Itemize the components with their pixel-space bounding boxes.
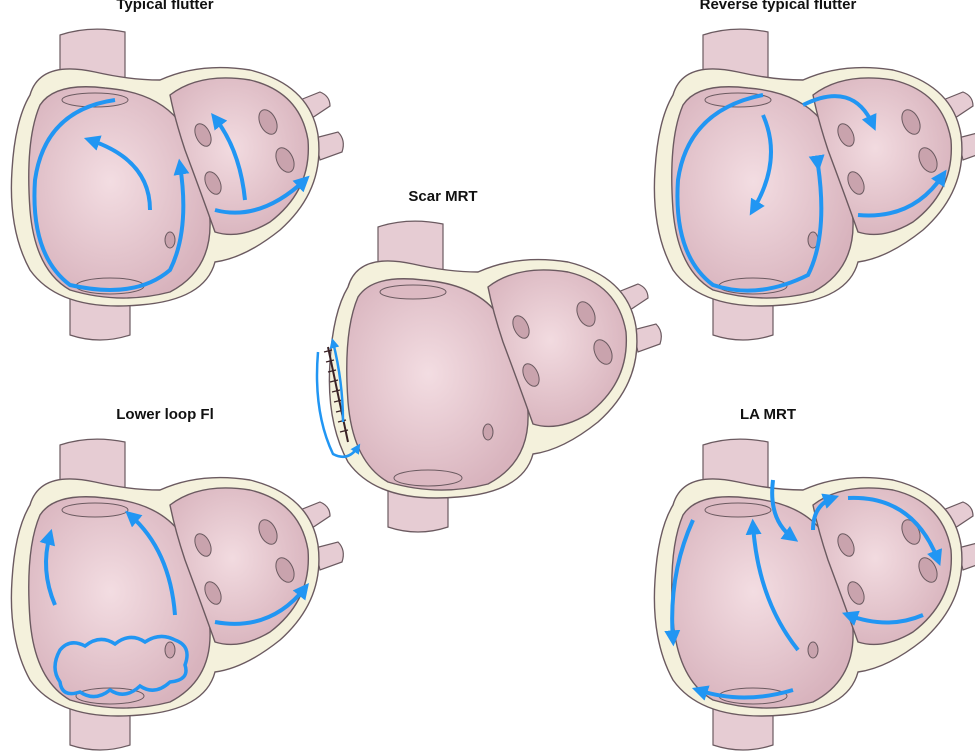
wavy-loop xyxy=(53,634,189,699)
panel-lower-loop-fl: Lower loop Fl xyxy=(0,406,345,751)
panel-title: Typical flutter xyxy=(116,0,214,13)
panel-title: Lower loop Fl xyxy=(116,406,214,423)
circuit-arrow xyxy=(842,610,924,626)
circuit-arrow xyxy=(315,351,361,459)
circuit-arrow xyxy=(770,479,799,542)
circuit-arrow xyxy=(39,528,57,606)
panel-title: LA MRT xyxy=(739,406,797,423)
circuit-arrow xyxy=(857,169,947,218)
circuit-arrow xyxy=(691,685,794,701)
circuit-arrow xyxy=(847,495,943,566)
heart-diagram xyxy=(315,220,663,533)
circuit-arrow xyxy=(83,135,152,211)
panel-reverse-typical-flutter: Reverse typical flutter xyxy=(643,0,975,341)
panel-scar-mrt: Scar MRT xyxy=(315,188,663,533)
circuit-arrow xyxy=(214,175,310,215)
circuit-arrow xyxy=(749,114,773,216)
circuit-arrow xyxy=(802,94,877,131)
panel-title: Reverse typical flutter xyxy=(699,0,857,13)
circuit-arrow xyxy=(745,518,800,652)
circuit-arrow xyxy=(811,493,840,531)
circuit-arrow xyxy=(211,112,247,201)
heart-diagram xyxy=(10,438,345,751)
circuit-arrow xyxy=(329,338,345,423)
circuit-arrow xyxy=(214,582,309,626)
panel-typical-flutter: Typical flutter xyxy=(0,0,345,341)
heart-diagram xyxy=(653,28,975,341)
heart-diagram xyxy=(653,438,975,751)
panel-title: Scar MRT xyxy=(408,188,478,205)
circuit-arrow xyxy=(125,510,177,616)
circuit-arrow xyxy=(664,519,695,647)
scar-line xyxy=(327,346,349,443)
circuit-arrow xyxy=(675,93,825,293)
panel-la-mrt: LA MRT xyxy=(643,406,975,751)
circuit-arrow xyxy=(32,98,190,292)
heart-diagram xyxy=(10,28,345,341)
